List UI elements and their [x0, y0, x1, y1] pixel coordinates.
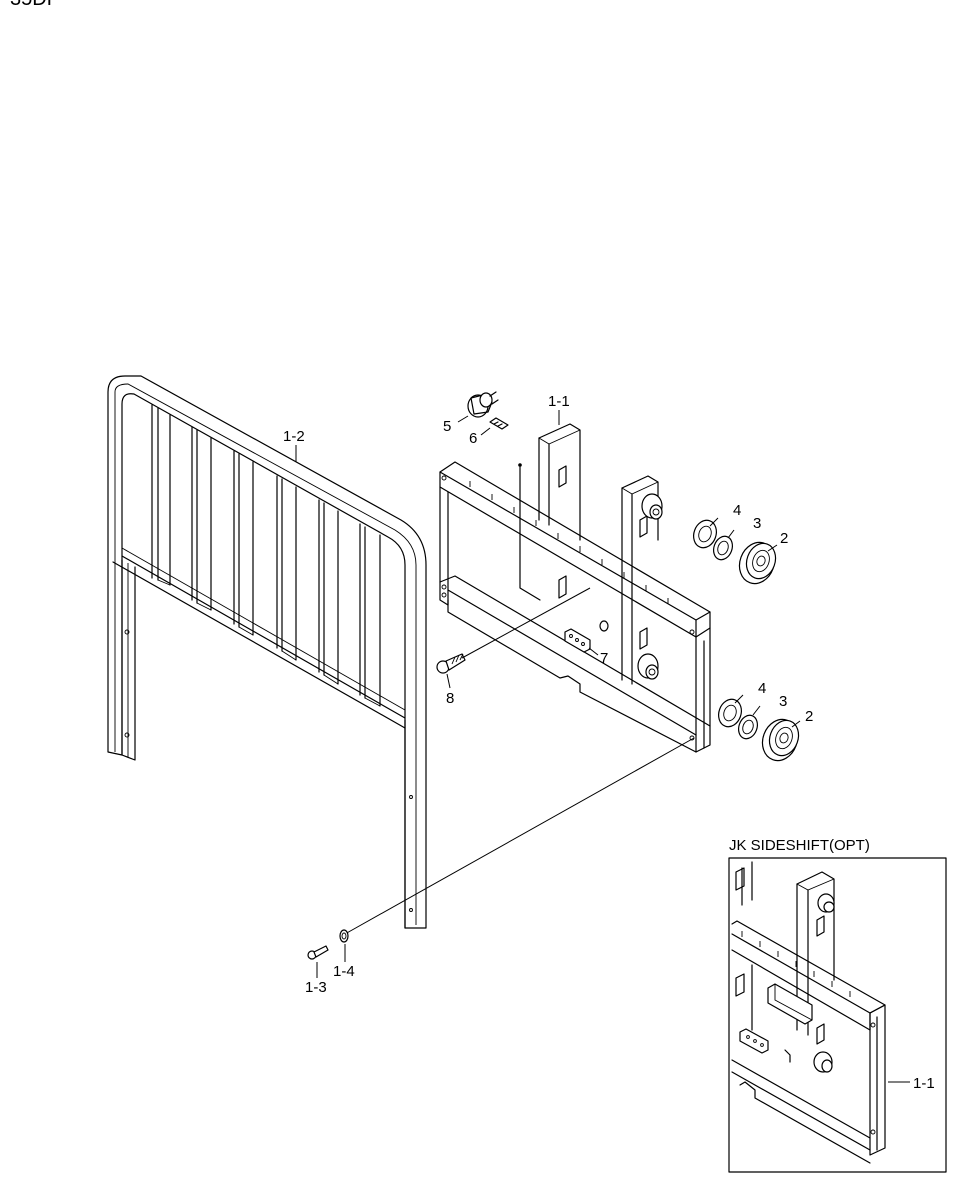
- callout-8: 8: [446, 690, 454, 707]
- inset-title: JK SIDESHIFT(OPT): [729, 837, 870, 854]
- callout-2-upper: 2: [780, 530, 788, 547]
- callout-6: 6: [469, 430, 477, 447]
- assembly-line-washer-1-4: [344, 737, 695, 935]
- inset-frame: [728, 857, 947, 1173]
- assembly-line-bolt-8: [461, 587, 591, 659]
- bolt-part-8: [436, 653, 466, 674]
- inset-sideshift-option: JK SIDESHIFT(OPT): [728, 837, 947, 1173]
- callout-4-upper: 4: [733, 502, 741, 519]
- load-backrest: [107, 375, 427, 929]
- roller-bearing-part-2-lower: [761, 718, 800, 762]
- callout-1-4: 1-4: [333, 963, 355, 980]
- callout-3-lower: 3: [779, 693, 787, 710]
- bolt-part-1-3: [307, 945, 329, 960]
- screw-part-6: [489, 417, 509, 430]
- inset-callout-1-1: 1-1: [913, 1075, 935, 1092]
- callout-7: 7: [600, 650, 608, 667]
- callout-4-lower: 4: [758, 680, 766, 697]
- washer-part-3-lower: [737, 714, 759, 740]
- washer-part-4-upper: [693, 519, 717, 549]
- callout-1-1: 1-1: [548, 393, 570, 410]
- roller-stud-lower: [637, 653, 659, 680]
- roller-bearing-part-2-upper: [738, 541, 777, 585]
- callout-1-2: 1-2: [283, 428, 305, 445]
- washer-part-4-lower: [718, 698, 742, 728]
- leader-lines: [295, 410, 801, 978]
- page-header-model: 35DF: [10, 0, 59, 11]
- callout-2-lower: 2: [805, 708, 813, 725]
- washer-part-3-upper: [712, 535, 734, 561]
- carriage-frame: [439, 423, 711, 753]
- callout-1-3: 1-3: [305, 979, 327, 996]
- washer-part-1-4: [339, 929, 349, 943]
- roller-stud-upper: [641, 493, 663, 520]
- bolt-part-5: [467, 391, 499, 418]
- callout-3-upper: 3: [753, 515, 761, 532]
- callout-5: 5: [443, 418, 451, 435]
